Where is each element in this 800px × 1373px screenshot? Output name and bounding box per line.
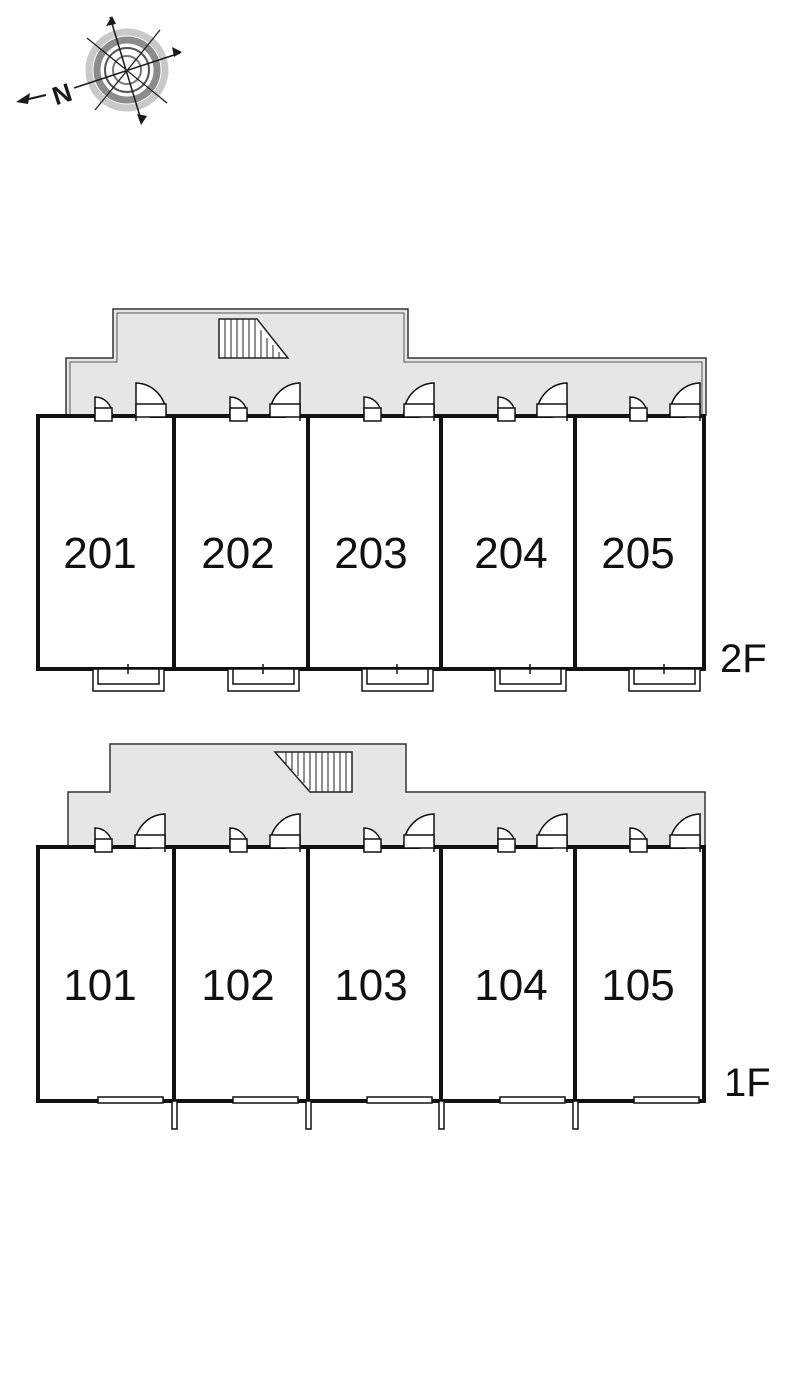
unit-label: 105 [601, 961, 674, 1010]
unit-201: 201 [36, 414, 176, 671]
unit-204: 204 [439, 414, 577, 671]
unit-102: 102 [172, 845, 310, 1103]
floor-label-1f: 1F [724, 1061, 771, 1105]
compass-rose-icon: N [16, 16, 182, 125]
unit-label: 104 [474, 961, 547, 1010]
stairs-1f-icon [273, 751, 353, 793]
unit-label: 203 [334, 529, 407, 578]
unit-label: 204 [474, 529, 547, 578]
balcony [92, 664, 701, 692]
unit-label: 202 [201, 529, 274, 578]
corridor-1f [67, 743, 706, 847]
unit-label: 205 [601, 529, 674, 578]
unit-label: 103 [334, 961, 407, 1010]
unit-203: 203 [306, 414, 443, 671]
floor-2f: 201 202 203 204 205 [36, 308, 767, 692]
unit-label: 201 [63, 529, 136, 578]
stairs-2f-icon [218, 318, 290, 359]
compass-north-label: N [48, 77, 75, 111]
floor-1f: 101 102 103 104 105 [36, 743, 771, 1130]
unit-103: 103 [306, 845, 443, 1103]
unit-label: 101 [63, 961, 136, 1010]
unit-105: 105 [573, 845, 706, 1103]
unit-label: 102 [201, 961, 274, 1010]
unit-205: 205 [573, 414, 706, 671]
floor-label-2f: 2F [720, 637, 767, 681]
door-icon [94, 382, 701, 422]
unit-101: 101 [36, 845, 176, 1103]
door-icon [94, 813, 701, 853]
unit-202: 202 [172, 414, 310, 671]
yard-partition [97, 1096, 700, 1130]
unit-104: 104 [439, 845, 577, 1103]
